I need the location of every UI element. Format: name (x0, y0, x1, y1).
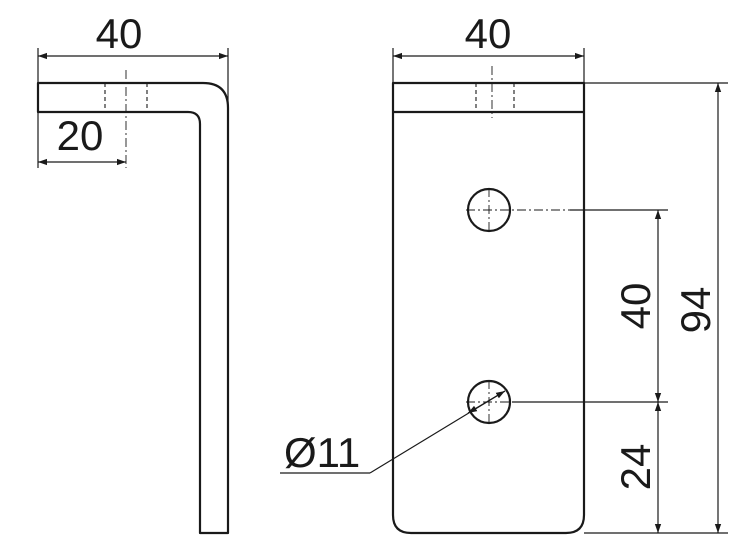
diameter-arrows (467, 390, 506, 414)
dim-width: 40 (465, 10, 512, 57)
plate-outline (391, 81, 586, 535)
side-view: 40 20 (36, 10, 230, 535)
dim-hole-diameter: Ø11 (284, 429, 360, 476)
front-view: 40 40 24 94 Ø11 (280, 10, 728, 535)
dim-edge-to-hole: 24 (612, 444, 659, 491)
l-bracket-profile (36, 81, 230, 535)
dim-total-height: 94 (672, 287, 719, 334)
dim-hole-spacing: 40 (612, 283, 659, 330)
dim-inner-width: 20 (57, 112, 104, 159)
dim-overall-width: 40 (96, 10, 143, 57)
